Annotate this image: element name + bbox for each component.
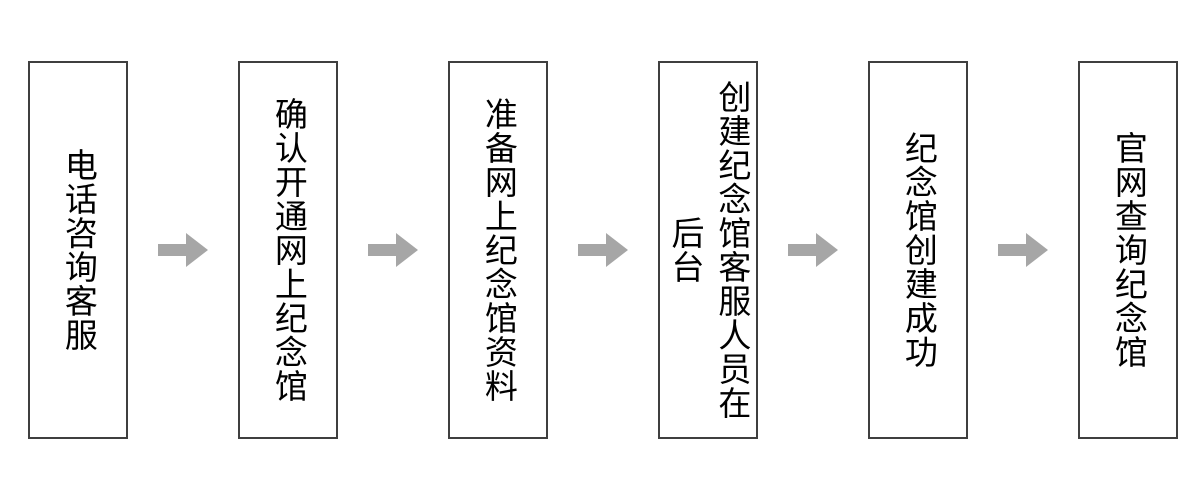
arrow-shaft: [788, 244, 818, 256]
arrow-right-icon: [158, 233, 208, 267]
process-step-4-label: 创建纪念馆客服人员在后台: [666, 80, 752, 420]
process-step-6[interactable]: 官网查询纪念馆: [1078, 61, 1178, 439]
arrow-right-icon: [578, 233, 628, 267]
flow-arrow-2: [338, 61, 448, 439]
arrow-head: [186, 233, 208, 267]
process-step-1[interactable]: 电话咨询客服: [28, 61, 128, 439]
process-step-5-label: 纪念馆创建成功: [899, 131, 939, 369]
arrow-right-icon: [788, 233, 838, 267]
flow-arrow-1: [128, 61, 238, 439]
arrow-shaft: [998, 244, 1028, 256]
process-step-5[interactable]: 纪念馆创建成功: [868, 61, 968, 439]
arrow-right-icon: [368, 233, 418, 267]
process-step-3[interactable]: 准备网上纪念馆资料: [448, 61, 548, 439]
flow-arrow-4: [758, 61, 868, 439]
arrow-head: [816, 233, 838, 267]
arrow-head: [1026, 233, 1048, 267]
process-step-2-label: 确认开通网上纪念馆: [269, 97, 309, 403]
process-step-2[interactable]: 确认开通网上纪念馆: [238, 61, 338, 439]
flow-arrow-3: [548, 61, 658, 439]
arrow-head: [396, 233, 418, 267]
process-step-4[interactable]: 创建纪念馆客服人员在后台: [658, 61, 758, 439]
arrow-head: [606, 233, 628, 267]
flow-arrow-5: [968, 61, 1078, 439]
process-step-6-label: 官网查询纪念馆: [1109, 131, 1149, 369]
arrow-shaft: [578, 244, 608, 256]
arrow-shaft: [368, 244, 398, 256]
process-step-1-label: 电话咨询客服: [59, 148, 99, 352]
arrow-right-icon: [998, 233, 1048, 267]
process-step-3-label: 准备网上纪念馆资料: [479, 97, 519, 403]
arrow-shaft: [158, 244, 188, 256]
